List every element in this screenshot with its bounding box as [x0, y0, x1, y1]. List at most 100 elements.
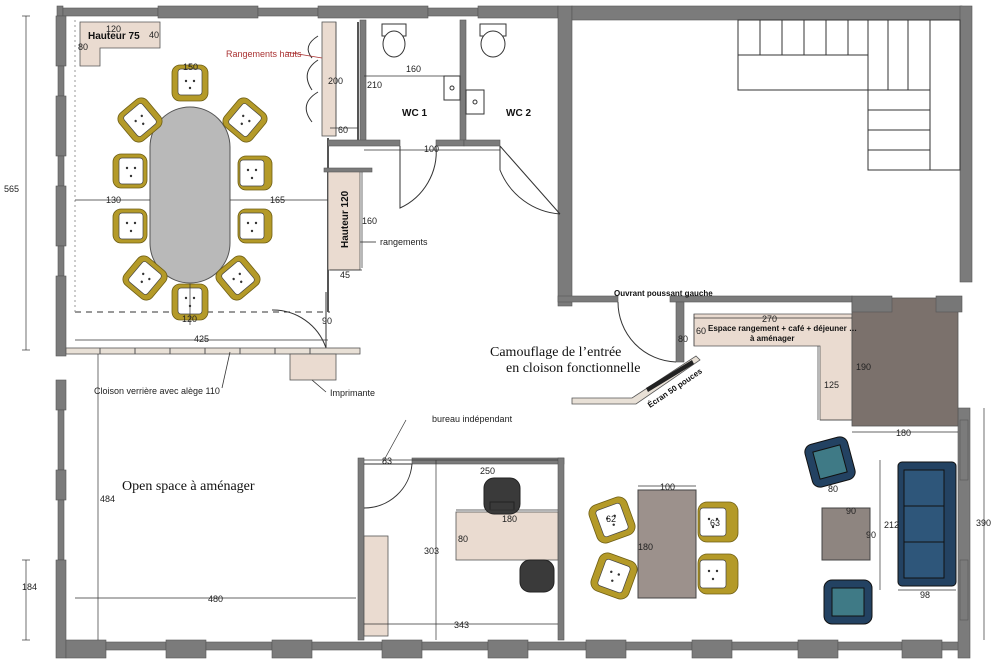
chair-left-top — [117, 97, 163, 143]
label-espace-line2: à aménager — [750, 334, 794, 343]
svg-text:250: 250 — [480, 466, 495, 476]
svg-text:90: 90 — [846, 506, 856, 516]
dimension-values: 120 80 40 150 200 210 160 60 100 565 130… — [4, 24, 991, 630]
svg-text:484: 484 — [100, 494, 115, 504]
svg-text:80: 80 — [828, 484, 838, 494]
chair-left-1 — [112, 153, 148, 189]
label-rangements: rangements — [380, 237, 428, 247]
svg-text:160: 160 — [406, 64, 421, 74]
svg-text:125: 125 — [824, 380, 839, 390]
printer — [289, 353, 337, 381]
label-imprimante: Imprimante — [330, 388, 375, 398]
meeting-room-door — [271, 292, 327, 349]
label-open-space: Open space à aménager — [122, 479, 255, 494]
label-rangements-hauts: Rangements hauts — [226, 49, 302, 59]
svg-text:150: 150 — [183, 62, 198, 72]
dark-cabinet — [851, 297, 959, 427]
meeting-chairs — [112, 64, 273, 321]
svg-text:40: 40 — [149, 30, 159, 40]
svg-text:80: 80 — [458, 534, 468, 544]
svg-text:90: 90 — [322, 316, 332, 326]
svg-text:90: 90 — [866, 530, 876, 540]
office-chair-bottom — [519, 559, 555, 593]
armchair-bottom — [823, 579, 873, 625]
svg-text:180: 180 — [896, 428, 911, 438]
small-chair-1 — [588, 496, 636, 544]
toilet-2 — [479, 23, 507, 58]
entrance-partition — [571, 301, 701, 405]
dimension-lines — [22, 15, 985, 641]
svg-text:343: 343 — [454, 620, 469, 630]
label-camouflage-line2: en cloison fonctionnelle — [506, 361, 641, 376]
chair-left-bottom — [122, 255, 168, 301]
small-table — [637, 489, 697, 599]
svg-text:190: 190 — [856, 362, 871, 372]
chair-right-2 — [237, 208, 273, 244]
label-ouvrant: Ouvrant poussant gauche — [614, 289, 713, 298]
svg-text:45: 45 — [340, 270, 350, 280]
svg-text:98: 98 — [920, 590, 930, 600]
svg-text:180: 180 — [638, 542, 653, 552]
label-wc1: WC 1 — [402, 108, 427, 119]
chair-right-bottom — [215, 255, 261, 301]
sink-2 — [465, 89, 485, 115]
svg-text:120: 120 — [106, 24, 121, 34]
svg-text:200: 200 — [328, 76, 343, 86]
cabinet-hauteur-75 — [79, 21, 161, 67]
svg-text:210: 210 — [367, 80, 382, 90]
label-wc2: WC 2 — [506, 108, 531, 119]
toilet-1 — [381, 23, 407, 58]
cabinet-hauteur-75-label: Hauteur 75 — [88, 31, 140, 42]
svg-text:83: 83 — [382, 456, 392, 466]
small-meeting — [588, 489, 739, 600]
svg-text:63: 63 — [710, 518, 720, 528]
coffee-table — [821, 507, 871, 561]
chair-right-top — [222, 97, 268, 143]
sink-1 — [443, 75, 461, 101]
svg-text:425: 425 — [194, 334, 209, 344]
svg-text:565: 565 — [4, 184, 19, 194]
svg-text:480: 480 — [208, 594, 223, 604]
small-chair-4 — [697, 553, 739, 595]
glass-partition — [65, 347, 361, 389]
label-camouflage-line1: Camouflage de l’entrée — [490, 345, 621, 360]
entrance-door — [617, 301, 677, 363]
small-chair-2 — [590, 552, 638, 600]
label-espace-line1: Espace rangement + café + déjeuner … — [708, 324, 857, 333]
office-cabinet — [363, 535, 389, 637]
svg-text:60: 60 — [338, 125, 348, 135]
wc2-door — [499, 146, 561, 215]
svg-text:80: 80 — [678, 334, 688, 344]
small-chair-3 — [697, 501, 739, 543]
svg-text:100: 100 — [660, 482, 675, 492]
storage-and-wc — [285, 19, 561, 215]
svg-text:100: 100 — [424, 144, 439, 154]
label-cloison: Cloison verrière avec alège 110 — [94, 386, 220, 396]
wc1-door — [399, 145, 437, 209]
coffee-storage-area — [693, 295, 963, 427]
chair-right-1 — [237, 155, 273, 191]
svg-text:60: 60 — [696, 326, 706, 336]
cabinet-hauteur-120: Hauteur 120 — [323, 167, 376, 271]
svg-text:303: 303 — [424, 546, 439, 556]
lounge — [804, 436, 957, 625]
svg-text:62: 62 — [606, 514, 616, 524]
svg-text:80: 80 — [78, 42, 88, 52]
chair-left-2 — [112, 208, 148, 244]
svg-text:160: 160 — [362, 216, 377, 226]
cabinet-hauteur-120-label: Hauteur 120 — [340, 190, 351, 248]
label-bureau: bureau indépendant — [432, 414, 513, 424]
svg-text:184: 184 — [22, 582, 37, 592]
svg-text:270: 270 — [762, 314, 777, 324]
meeting-table — [149, 106, 231, 284]
sofa — [897, 461, 957, 587]
svg-text:130: 130 — [106, 195, 121, 205]
independent-office — [357, 457, 565, 641]
staircase — [737, 19, 961, 171]
office-chair-top — [483, 477, 521, 515]
chair-top — [171, 64, 209, 102]
armchair-top — [804, 436, 856, 488]
svg-text:390: 390 — [976, 518, 991, 528]
